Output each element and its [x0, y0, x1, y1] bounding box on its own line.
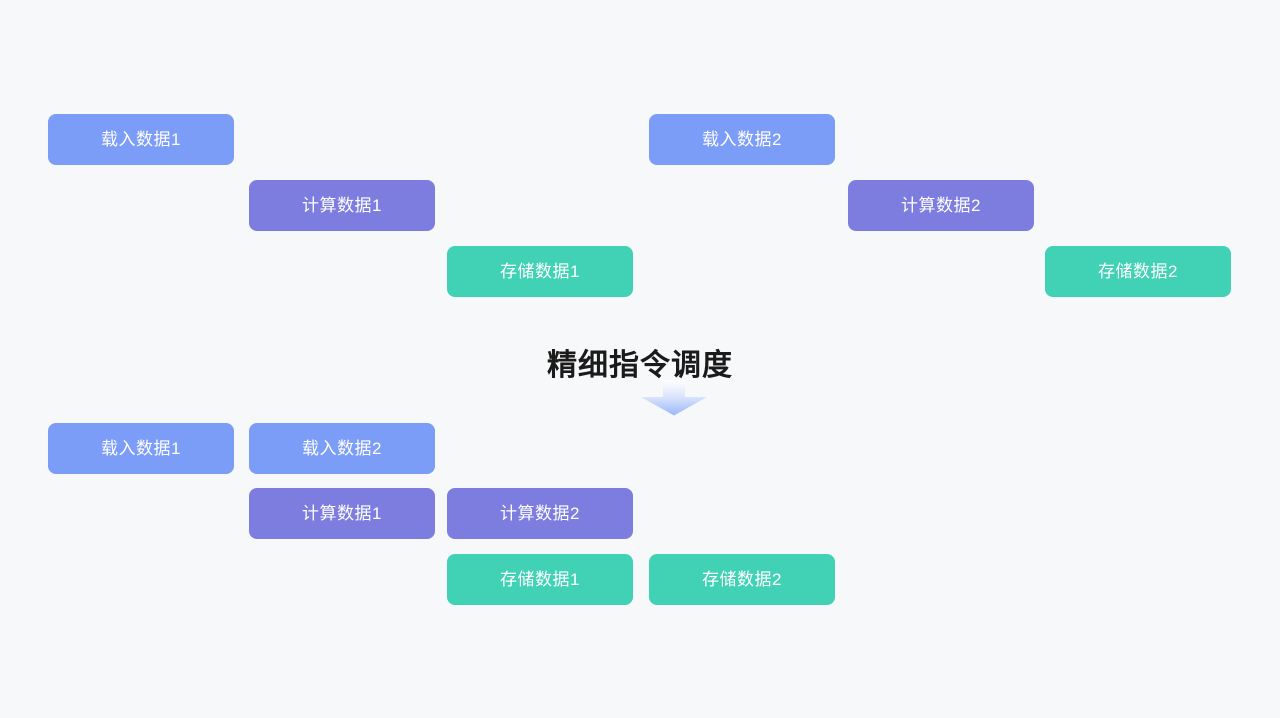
task-box-after-load-0[interactable]: 载入数据1 [48, 423, 234, 474]
task-box-before-compute-2[interactable]: 计算数据1 [249, 180, 435, 231]
arrow-down-icon [640, 380, 708, 421]
task-box-after-store-5[interactable]: 存储数据2 [649, 554, 835, 605]
task-box-before-compute-3[interactable]: 计算数据2 [848, 180, 1034, 231]
task-box-before-store-5[interactable]: 存储数据2 [1045, 246, 1231, 297]
task-box-before-store-4[interactable]: 存储数据1 [447, 246, 633, 297]
task-box-before-load-1[interactable]: 载入数据2 [649, 114, 835, 165]
task-box-before-load-0[interactable]: 载入数据1 [48, 114, 234, 165]
task-box-after-store-4[interactable]: 存储数据1 [447, 554, 633, 605]
task-box-after-load-1[interactable]: 载入数据2 [249, 423, 435, 474]
page-title: 精细指令调度 [547, 349, 733, 382]
task-box-after-compute-3[interactable]: 计算数据2 [447, 488, 633, 539]
task-box-after-compute-2[interactable]: 计算数据1 [249, 488, 435, 539]
